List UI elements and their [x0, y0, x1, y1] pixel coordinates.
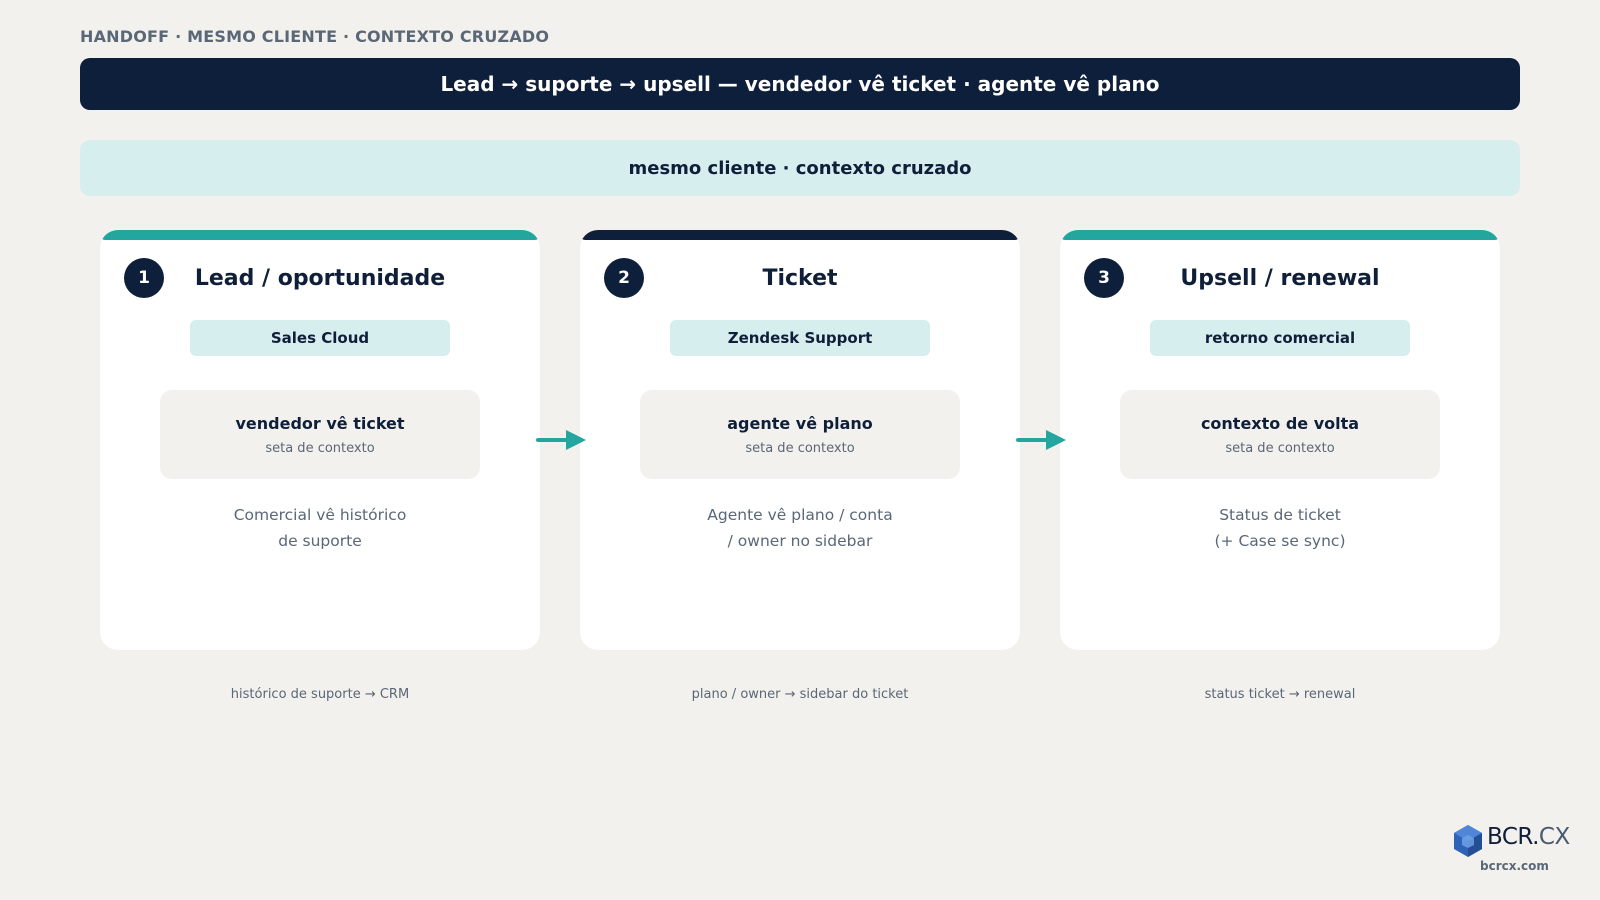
step-footer-caption: status ticket → renewal: [1204, 687, 1356, 702]
brand-wordmark: BCR.CX: [1487, 824, 1570, 850]
card-accent-bar: [1060, 230, 1500, 240]
brand-url: bcrcx.com: [1480, 859, 1549, 873]
context-box: contexto de volta seta de contexto: [1120, 390, 1440, 479]
step-footer-caption: histórico de suporte → CRM: [230, 687, 410, 702]
description-line: (+ Case se sync): [1214, 532, 1346, 550]
context-box-title: vendedor vê ticket: [235, 414, 405, 433]
title-banner: Lead → suporte → upsell — vendedor vê ti…: [80, 58, 1520, 110]
cube-logo-icon: [1454, 825, 1482, 857]
context-box-title: contexto de volta: [1200, 414, 1360, 433]
step-number-badge: 2: [604, 258, 644, 298]
step-title: Upsell / renewal: [1180, 266, 1380, 291]
context-box-subtitle: seta de contexto: [1225, 441, 1335, 456]
system-chip: Zendesk Support: [670, 320, 930, 356]
description-line: Agente vê plano / conta: [707, 506, 893, 524]
description-line: / owner no sidebar: [727, 532, 873, 550]
description-line: Status de ticket: [1219, 506, 1341, 524]
context-box: agente vê plano seta de contexto: [640, 390, 960, 479]
context-box-subtitle: seta de contexto: [265, 441, 375, 456]
step-footer-caption: plano / owner → sidebar do ticket: [691, 687, 909, 702]
step-card-lead: 1 Lead / oportunidade Sales Cloud vended…: [100, 230, 540, 650]
step-number-badge: 1: [124, 258, 164, 298]
flow-arrow-icon: [1016, 430, 1066, 450]
context-box-subtitle: seta de contexto: [745, 441, 855, 456]
context-box-title: agente vê plano: [727, 414, 873, 433]
step-description: Comercial vê histórico de suporte: [100, 502, 540, 554]
brand-logo: BCR.CX bcrcx.com: [1453, 824, 1573, 874]
step-description: Agente vê plano / conta / owner no sideb…: [580, 502, 1020, 554]
card-accent-bar: [580, 230, 1020, 240]
flow-arrow-icon: [536, 430, 586, 450]
description-line: Comercial vê histórico: [233, 506, 407, 524]
step-card-upsell: 3 Upsell / renewal retorno comercial con…: [1060, 230, 1500, 650]
subtitle-banner: mesmo cliente · contexto cruzado: [80, 140, 1520, 196]
description-line: de suporte: [278, 532, 362, 550]
step-title: Ticket: [762, 266, 838, 291]
page-kicker: HANDOFF · MESMO CLIENTE · CONTEXTO CRUZA…: [80, 27, 550, 46]
step-title: Lead / oportunidade: [194, 266, 446, 291]
step-number-badge: 3: [1084, 258, 1124, 298]
card-accent-bar: [100, 230, 540, 240]
system-chip: retorno comercial: [1150, 320, 1410, 356]
context-box: vendedor vê ticket seta de contexto: [160, 390, 480, 479]
step-card-ticket: 2 Ticket Zendesk Support agente vê plano…: [580, 230, 1020, 650]
step-description: Status de ticket (+ Case se sync): [1060, 502, 1500, 554]
system-chip: Sales Cloud: [190, 320, 450, 356]
